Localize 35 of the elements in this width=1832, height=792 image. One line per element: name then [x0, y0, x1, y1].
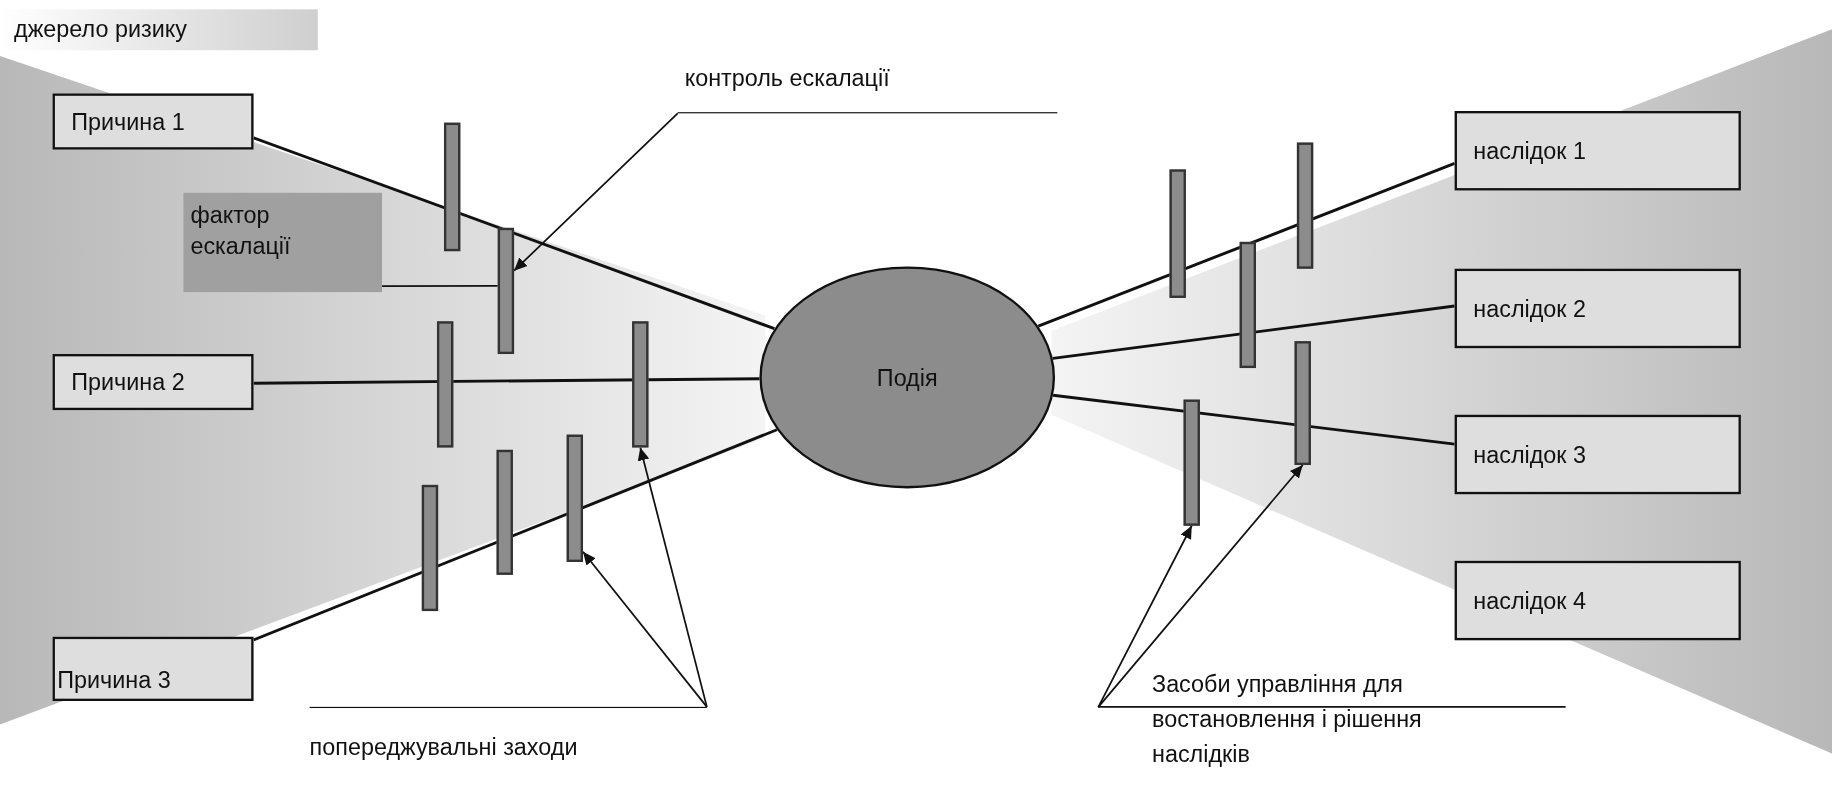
- connector-line: [1052, 393, 1455, 446]
- event-ellipse: Подія: [759, 266, 1056, 489]
- barrier-bar: [566, 434, 583, 562]
- callout-text: попереджувальні заходи: [309, 706, 707, 766]
- arrow: [513, 112, 679, 272]
- consequence-box: наслідок 1: [1454, 111, 1741, 191]
- callout-text: контроль ескалації: [677, 60, 1058, 114]
- callout-text: Засоби управління для востановлення і рішення наслідків: [1098, 665, 1519, 792]
- cause-box: Причина 1: [52, 93, 254, 150]
- barrier-bar: [421, 484, 439, 612]
- connector-line: [1052, 304, 1455, 360]
- barrier-bar: [1296, 142, 1314, 269]
- connector-line: [253, 377, 760, 385]
- barrier-bar: [1239, 241, 1256, 369]
- barrier-bar: [436, 321, 454, 448]
- connector-line: [253, 428, 778, 642]
- escalation-factor-box: фактор ескалації: [183, 192, 383, 293]
- consequence-box: наслідок 2: [1454, 268, 1741, 349]
- consequence-box: наслідок 3: [1454, 414, 1741, 495]
- barrier-bar: [1294, 341, 1311, 465]
- arrow: [637, 446, 708, 708]
- barrier-bar: [1183, 399, 1200, 526]
- barrier-bar: [444, 122, 461, 252]
- cause-box: Причина 3: [52, 636, 254, 701]
- connector-line: [253, 136, 775, 331]
- barrier-bar: [496, 449, 513, 575]
- barrier-bar: [1169, 169, 1186, 298]
- arrow: [1097, 464, 1304, 708]
- cause-box: Причина 2: [52, 354, 254, 411]
- consequence-box: наслідок 4: [1454, 560, 1741, 641]
- connector-line: [1037, 162, 1456, 328]
- leader-line: [381, 285, 499, 287]
- barrier-bar: [632, 321, 649, 448]
- arrow: [582, 550, 708, 708]
- barrier-bar: [497, 227, 515, 354]
